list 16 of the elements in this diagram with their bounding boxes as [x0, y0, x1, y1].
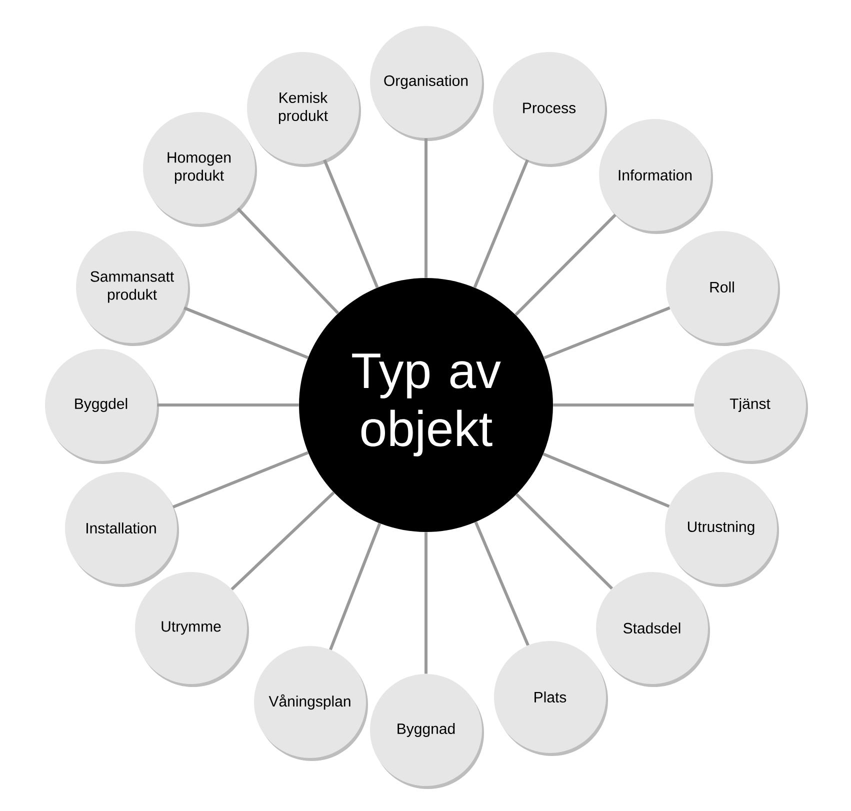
connector-line — [157, 404, 299, 406]
connector-line — [473, 159, 529, 288]
connector-line — [544, 306, 670, 360]
connector-line — [474, 522, 530, 646]
connector-line — [516, 493, 614, 590]
connector-line — [323, 159, 379, 288]
connector-line — [236, 208, 340, 314]
connector-line — [424, 532, 428, 674]
connector-line — [553, 404, 694, 406]
connector-line — [172, 451, 309, 508]
connector-line — [424, 138, 428, 278]
connector-line — [514, 214, 616, 316]
connector-line — [230, 491, 335, 590]
connector-line — [329, 522, 382, 650]
connector-line — [542, 452, 670, 508]
connector-line — [184, 306, 309, 360]
